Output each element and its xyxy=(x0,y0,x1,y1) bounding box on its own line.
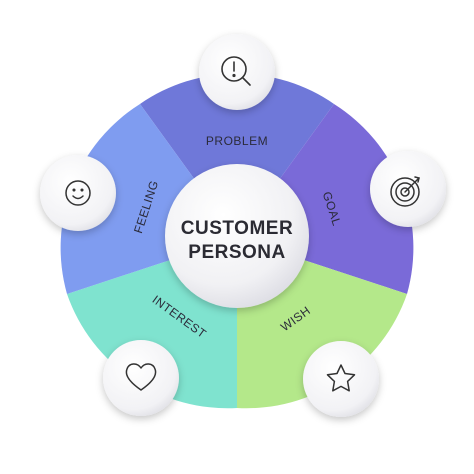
segment-problem xyxy=(140,73,334,239)
center-title-line2: PERSONA xyxy=(188,242,285,263)
center-title-line1: CUSTOMER xyxy=(181,218,293,239)
center-circle xyxy=(165,164,309,308)
feeling-icon-badge xyxy=(40,155,116,231)
heart-icon xyxy=(125,363,157,391)
smiley-face-icon xyxy=(65,180,91,206)
star-icon xyxy=(326,364,356,392)
label-problem: PROBLEM xyxy=(206,134,268,148)
target-arrow-icon xyxy=(390,176,420,207)
goal-icon-badge xyxy=(370,151,446,227)
problem-icon-badge xyxy=(199,34,275,110)
interest-icon-badge xyxy=(103,340,179,416)
wish-icon-badge xyxy=(303,341,379,417)
magnifier-exclamation-icon xyxy=(221,56,251,86)
